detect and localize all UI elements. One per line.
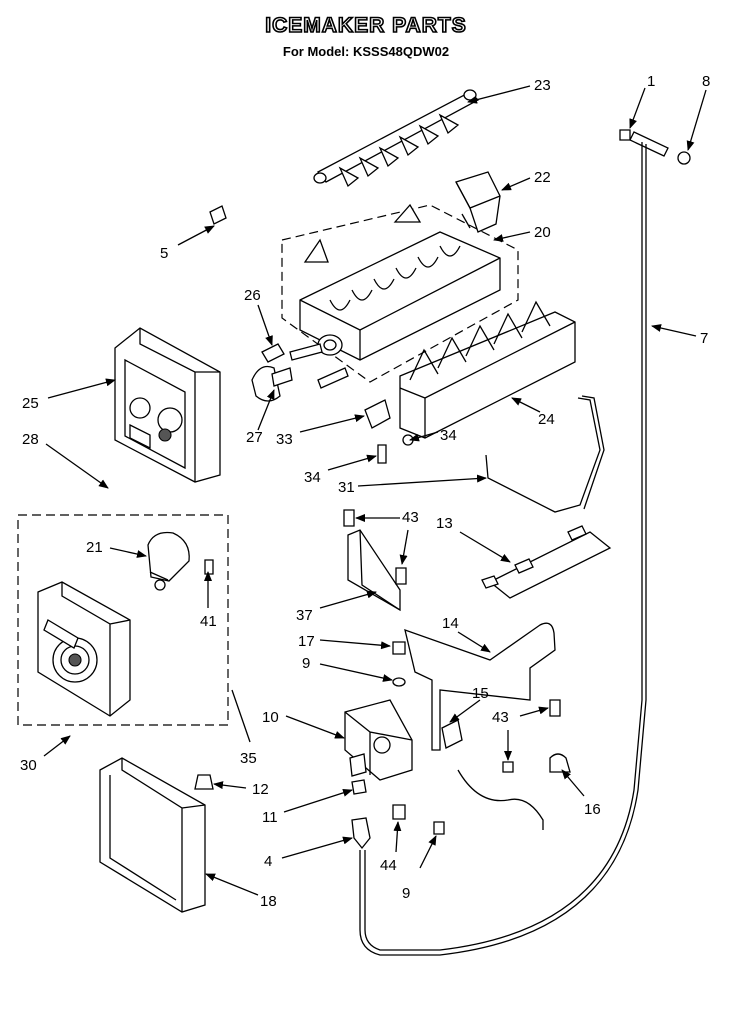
callout-16: 16 bbox=[584, 801, 601, 818]
callout-30: 30 bbox=[20, 757, 37, 774]
callout-4: 4 bbox=[264, 853, 272, 870]
callout-26: 26 bbox=[244, 287, 261, 304]
page-title: ICEMAKER PARTS bbox=[264, 13, 467, 38]
water-tube-part bbox=[359, 129, 691, 956]
callout-9-upper: 9 bbox=[302, 655, 310, 672]
wire-harness-part bbox=[481, 525, 612, 599]
callout-8: 8 bbox=[702, 73, 710, 90]
callout-44: 44 bbox=[380, 857, 397, 874]
ejector-blade-part bbox=[313, 89, 480, 188]
callout-43-top: 43 bbox=[402, 509, 419, 526]
bracket-and-screws bbox=[364, 399, 414, 464]
model-subtitle: For Model: KSSS48QDW02 bbox=[282, 44, 450, 59]
shutoff-arm-part bbox=[485, 395, 605, 513]
valve-bracket-part bbox=[343, 509, 407, 612]
callout-12: 12 bbox=[252, 781, 269, 798]
callout-33: 33 bbox=[276, 431, 293, 448]
callout-7: 7 bbox=[700, 330, 708, 347]
callout-20: 20 bbox=[534, 224, 551, 241]
mold-assembly-part bbox=[281, 203, 519, 389]
callout-18: 18 bbox=[260, 893, 277, 910]
wire-nut-part bbox=[194, 774, 214, 790]
callout-24: 24 bbox=[538, 411, 555, 428]
callout-17: 17 bbox=[298, 633, 315, 650]
leader-lines bbox=[43, 85, 707, 896]
callout-23: 23 bbox=[534, 77, 551, 94]
callout-14: 14 bbox=[442, 615, 459, 632]
callout-34-left: 34 bbox=[304, 469, 321, 486]
callout-21: 21 bbox=[86, 539, 103, 556]
callout-25: 25 bbox=[22, 395, 39, 412]
water-valve-part bbox=[344, 641, 445, 850]
callout-labels: 1 8 23 22 20 5 26 7 25 28 27 33 34 34 24… bbox=[20, 73, 710, 910]
motor-module-part bbox=[17, 514, 229, 726]
control-housing-part bbox=[114, 327, 221, 483]
mold-cover-part bbox=[399, 300, 576, 439]
callout-34-right: 34 bbox=[440, 427, 457, 444]
callout-5: 5 bbox=[160, 245, 168, 262]
callout-27: 27 bbox=[246, 429, 263, 446]
bracket-box-part bbox=[99, 757, 206, 913]
callout-41: 41 bbox=[200, 613, 217, 630]
callout-10: 10 bbox=[262, 709, 279, 726]
callout-37: 37 bbox=[296, 607, 313, 624]
callout-9-lower: 9 bbox=[402, 885, 410, 902]
callout-1: 1 bbox=[647, 73, 655, 90]
callout-31: 31 bbox=[338, 479, 355, 496]
callout-43-right: 43 bbox=[492, 709, 509, 726]
callout-13: 13 bbox=[436, 515, 453, 532]
callout-11: 11 bbox=[262, 809, 278, 826]
fill-cup-part bbox=[455, 171, 501, 233]
water-valve-shield-part bbox=[404, 622, 571, 830]
callout-22: 22 bbox=[534, 169, 551, 186]
callout-35: 35 bbox=[240, 750, 257, 767]
callout-28: 28 bbox=[22, 431, 39, 448]
callout-15: 15 bbox=[472, 685, 489, 702]
